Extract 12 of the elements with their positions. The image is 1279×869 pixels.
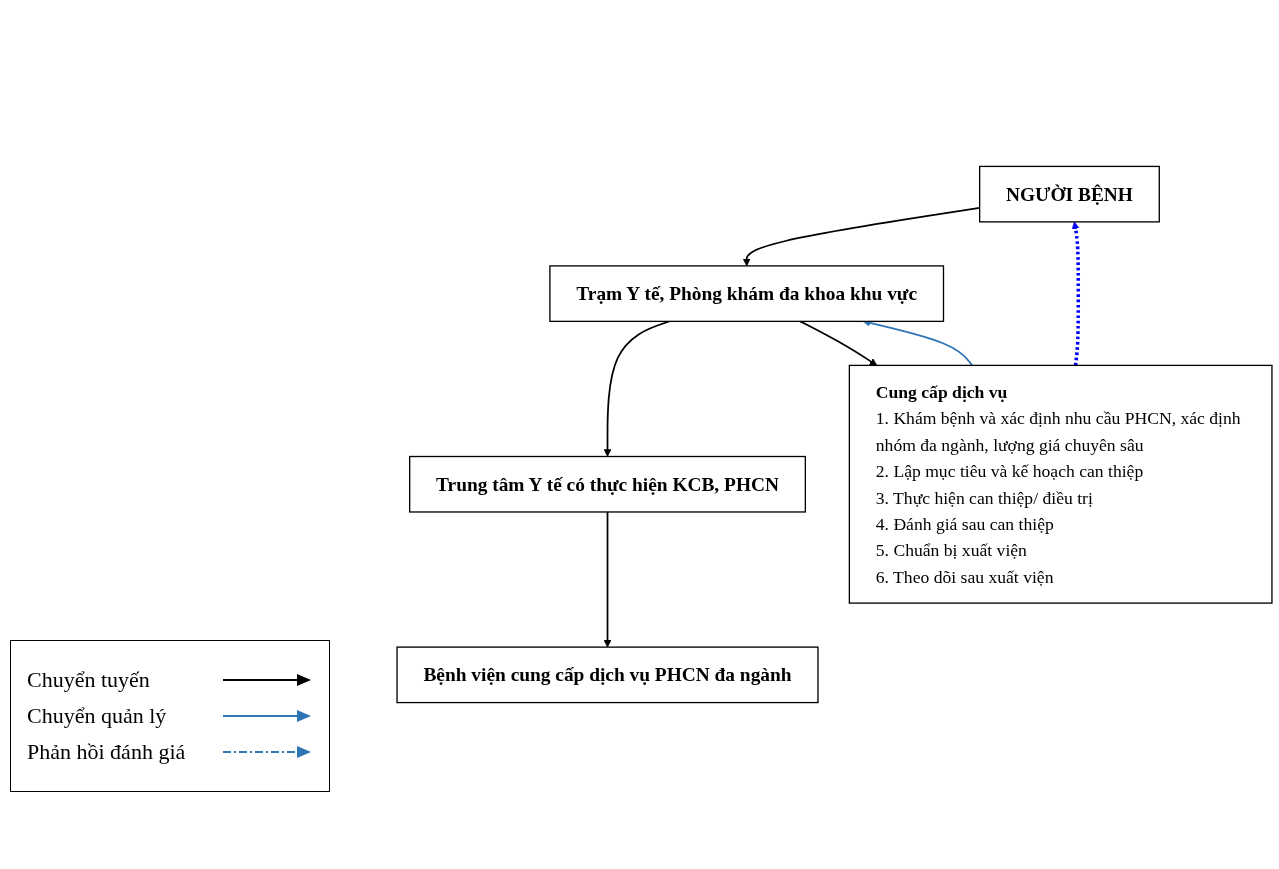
node-box: Trạm Y tế, Phòng khám đa khoa khu vực: [549, 265, 945, 323]
node-box: Bệnh viện cung cấp dịch vụ PHCN đa ngành: [396, 646, 819, 704]
arrow: [1071, 221, 1081, 366]
node-box: NGƯỜI BỆNH: [979, 165, 1160, 223]
legend-label: Phản hồi đánh giá: [27, 739, 187, 765]
legend-label: Chuyển tuyến: [27, 667, 151, 693]
arrow: [799, 320, 878, 366]
legend-label: Chuyển quản lý: [27, 703, 168, 729]
node-box: Trung tâm Y tế có thực hiện KCB, PHCN: [409, 455, 806, 513]
node-box: Cung cấp dịch vụ 1. Khám bệnh và xác định nhu cầu PHCN, xác định nhóm đa ngành, lượng giá chuyên sâu 2. Lập mục tiêu và kế hoạch can thiệp 3. Thực hiện can thiệp/ điều trị 4. Đánh giá sau can thiệp 5. Chuẩn bị xuất viện 6. Theo dõi sau xuất viện: [848, 364, 1273, 604]
arrow: [603, 320, 670, 457]
arrow: [603, 511, 612, 648]
